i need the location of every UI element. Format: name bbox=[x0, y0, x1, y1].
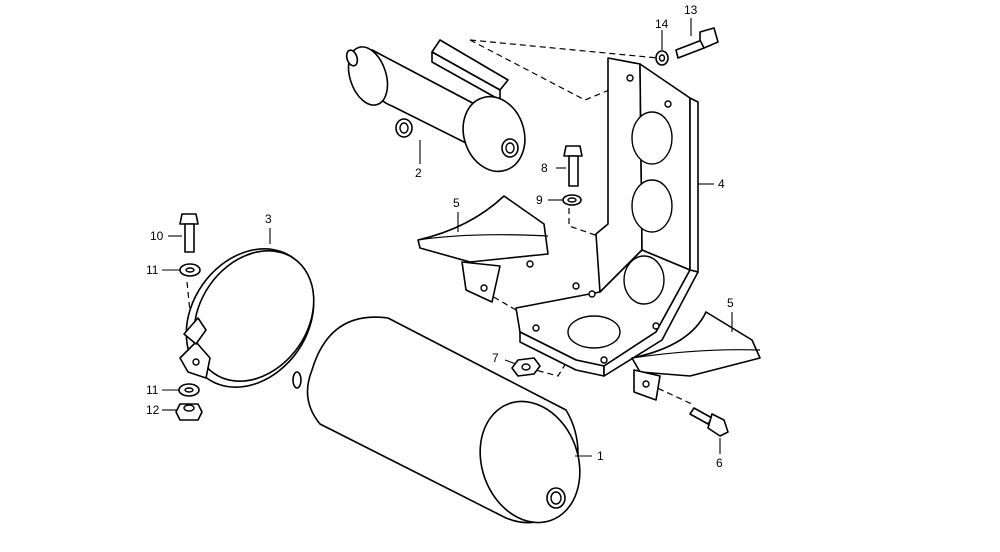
callout-6: 6 bbox=[716, 456, 723, 470]
saddle-strap-left bbox=[417, 195, 549, 303]
washer-11-top bbox=[179, 263, 201, 277]
nut-12 bbox=[175, 403, 203, 421]
callout-5-left: 5 bbox=[453, 196, 460, 210]
washer-11-bottom bbox=[178, 383, 200, 397]
callout-numbers: 1 2 3 4 5 5 6 7 8 9 10 11 11 12 13 14 bbox=[146, 3, 734, 470]
mounting-bracket bbox=[515, 57, 699, 377]
callout-10: 10 bbox=[150, 229, 164, 243]
clamp-band bbox=[179, 248, 315, 388]
callout-2: 2 bbox=[415, 166, 422, 180]
callout-9: 9 bbox=[536, 193, 543, 207]
callout-8: 8 bbox=[541, 161, 548, 175]
nut-7 bbox=[511, 357, 541, 377]
callout-5-right: 5 bbox=[727, 296, 734, 310]
callout-7: 7 bbox=[492, 351, 499, 365]
callout-1: 1 bbox=[597, 449, 604, 463]
callout-13: 13 bbox=[684, 3, 698, 17]
callout-4: 4 bbox=[718, 177, 725, 191]
bolt-13 bbox=[675, 27, 719, 59]
washer-14 bbox=[655, 50, 669, 66]
callout-11-bottom: 11 bbox=[146, 383, 159, 397]
callout-12: 12 bbox=[146, 403, 160, 417]
callout-leaders bbox=[162, 18, 733, 457]
saddle-strap-right bbox=[631, 311, 761, 401]
large-air-tank bbox=[292, 316, 581, 524]
callout-14: 14 bbox=[655, 17, 669, 31]
washer-9 bbox=[562, 194, 582, 206]
bolt-8 bbox=[563, 145, 583, 187]
bolt-6 bbox=[689, 407, 729, 437]
callout-11-top: 11 bbox=[146, 263, 159, 277]
small-air-tank bbox=[345, 39, 526, 173]
callout-3: 3 bbox=[265, 212, 272, 226]
bolt-10 bbox=[179, 213, 199, 253]
